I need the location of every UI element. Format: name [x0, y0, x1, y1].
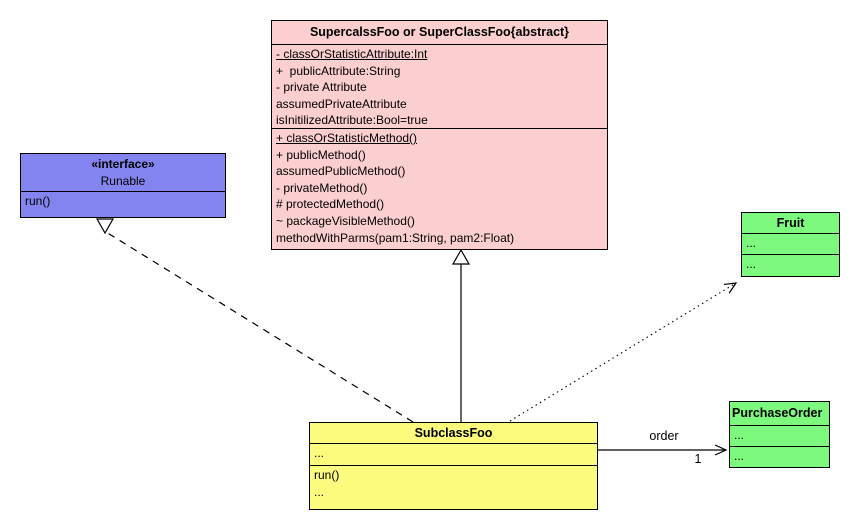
attributes-compartment: ... [742, 233, 839, 254]
attribute: assumedPrivateAttribute [276, 96, 407, 111]
method: run() [25, 194, 51, 208]
class-title: SupercalssFoo or SuperClassFoo{abstract} [309, 25, 570, 39]
attribute-placeholder: ... [314, 446, 325, 460]
class-fruit: Fruit ... ... [741, 212, 840, 277]
methods-compartment: run() ... [310, 465, 597, 509]
method: run() [314, 468, 340, 482]
class-superclassfoo: SupercalssFoo or SuperClassFoo{abstract}… [271, 20, 608, 250]
realization-hollow-triangle-arrowhead [95, 218, 115, 235]
generalization-hollow-triangle-arrowhead [451, 248, 471, 265]
attribute: + publicAttribute:String [276, 63, 401, 78]
attributes-compartment: ... [730, 425, 829, 446]
class-title: PurchaseOrder [732, 406, 823, 420]
attribute: - classOrStatisticAttribute:Int [276, 47, 428, 61]
attributes-compartment: ... [310, 443, 597, 465]
method: ~ packageVisibleMethod() [276, 213, 415, 228]
interface-title: «interface» Runable [21, 154, 225, 191]
method: methodWithParms(pam1:String, pam2:Float) [276, 230, 515, 245]
class-purchaseorder: PurchaseOrder ... ... [729, 401, 830, 468]
association-multiplicity-label: 1 [694, 452, 702, 466]
method: + publicMethod() [276, 147, 366, 162]
method: - privateMethod() [276, 180, 368, 195]
methods-compartment: ... [742, 254, 839, 275]
attribute-placeholder: ... [734, 428, 745, 442]
interface-stereotype: «interface» [91, 157, 155, 171]
methods-compartment: ... [730, 446, 829, 467]
methods-compartment: run() [21, 191, 225, 217]
association-role-label: order [649, 429, 679, 443]
interface-runable: «interface» Runable run() [20, 153, 226, 218]
attribute-placeholder: ... [746, 236, 757, 250]
method: + classOrStatisticMethod() [276, 131, 418, 145]
dependency-edge [509, 282, 738, 422]
attributes-compartment: - classOrStatisticAttribute:Int + public… [272, 44, 607, 128]
methods-compartment: + classOrStatisticMethod() + publicMetho… [272, 128, 607, 247]
method-placeholder: ... [314, 485, 325, 499]
realization-edge [105, 231, 414, 423]
interface-name: Runable [100, 174, 146, 188]
attribute: isInitilizedAttribute:Bool=true [276, 113, 428, 128]
method-placeholder: ... [746, 257, 757, 271]
method: assumedPublicMethod() [276, 164, 406, 179]
class-subclassfoo: SubclassFoo ... run() ... [309, 422, 598, 510]
class-title: SubclassFoo [414, 426, 493, 440]
method: # protectedMethod() [276, 197, 385, 212]
method-placeholder: ... [734, 449, 745, 463]
class-title: Fruit [776, 216, 805, 230]
attribute: - private Attribute [276, 80, 367, 95]
